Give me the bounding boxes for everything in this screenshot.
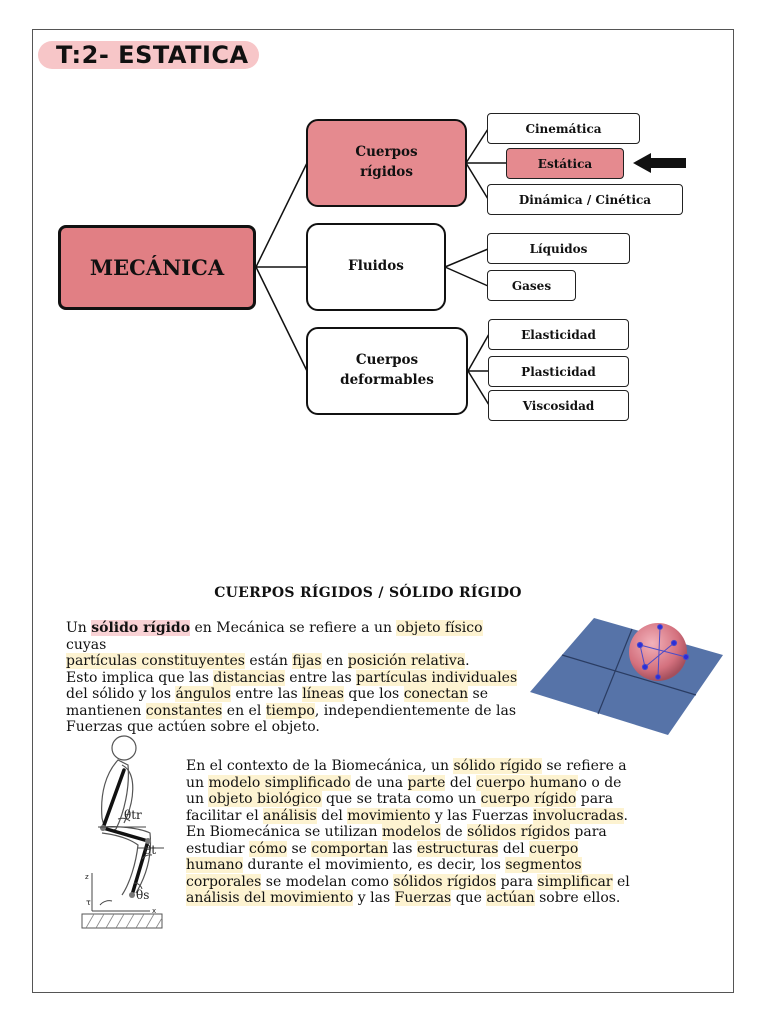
label-theta-t: θt (144, 843, 156, 857)
label-axis-z: z (85, 873, 89, 881)
leaf-elasticidad: Elasticidad (488, 319, 629, 350)
leaf-estatica: Estática (506, 148, 624, 179)
root-node-mecanica: MECÁNICA (58, 225, 256, 310)
page-title: T:2- ESTATICA (38, 41, 259, 69)
leaf-viscosidad: Viscosidad (488, 390, 629, 421)
node-cuerpos-deformables: Cuerpos deformables (306, 327, 468, 415)
leaf-cinematica: Cinemática (487, 113, 640, 144)
leaf-gases: Gases (487, 270, 576, 301)
node-label-line1: Cuerpos (355, 144, 418, 161)
node-label-line2: rígidos (360, 164, 413, 180)
label-theta-tr: θtr (124, 808, 142, 822)
arrow-left-icon (633, 153, 686, 173)
section-title: CUERPOS RÍGIDOS / SÓLIDO RÍGIDO (214, 585, 522, 601)
node-cuerpos-rigidos: Cuerpos rígidos (306, 119, 467, 207)
node-label-line1: Cuerpos (355, 352, 419, 369)
leaf-dinamica-cinetica: Dinámica / Cinética (487, 184, 683, 215)
label-theta-s: θs (136, 888, 149, 902)
label-tau: τ (86, 898, 91, 907)
leaf-plasticidad: Plasticidad (488, 356, 629, 387)
diagram-connectors (255, 128, 686, 406)
biomechanics-model-illustration: θtr θt θs z x τ (81, 735, 164, 929)
paragraph-biomechanics: En el contexto de la Biomecánica, un sól… (186, 758, 630, 906)
rigid-sphere-illustration (530, 618, 723, 735)
leaf-liquidos: Líquidos (487, 233, 630, 264)
node-fluidos: Fluidos (306, 223, 446, 311)
node-label-line2: deformables (340, 372, 434, 388)
paragraph-definition: Un sólido rígido en Mecánica se refiere … (66, 620, 518, 735)
page-frame (32, 29, 734, 993)
label-axis-x: x (152, 907, 156, 915)
